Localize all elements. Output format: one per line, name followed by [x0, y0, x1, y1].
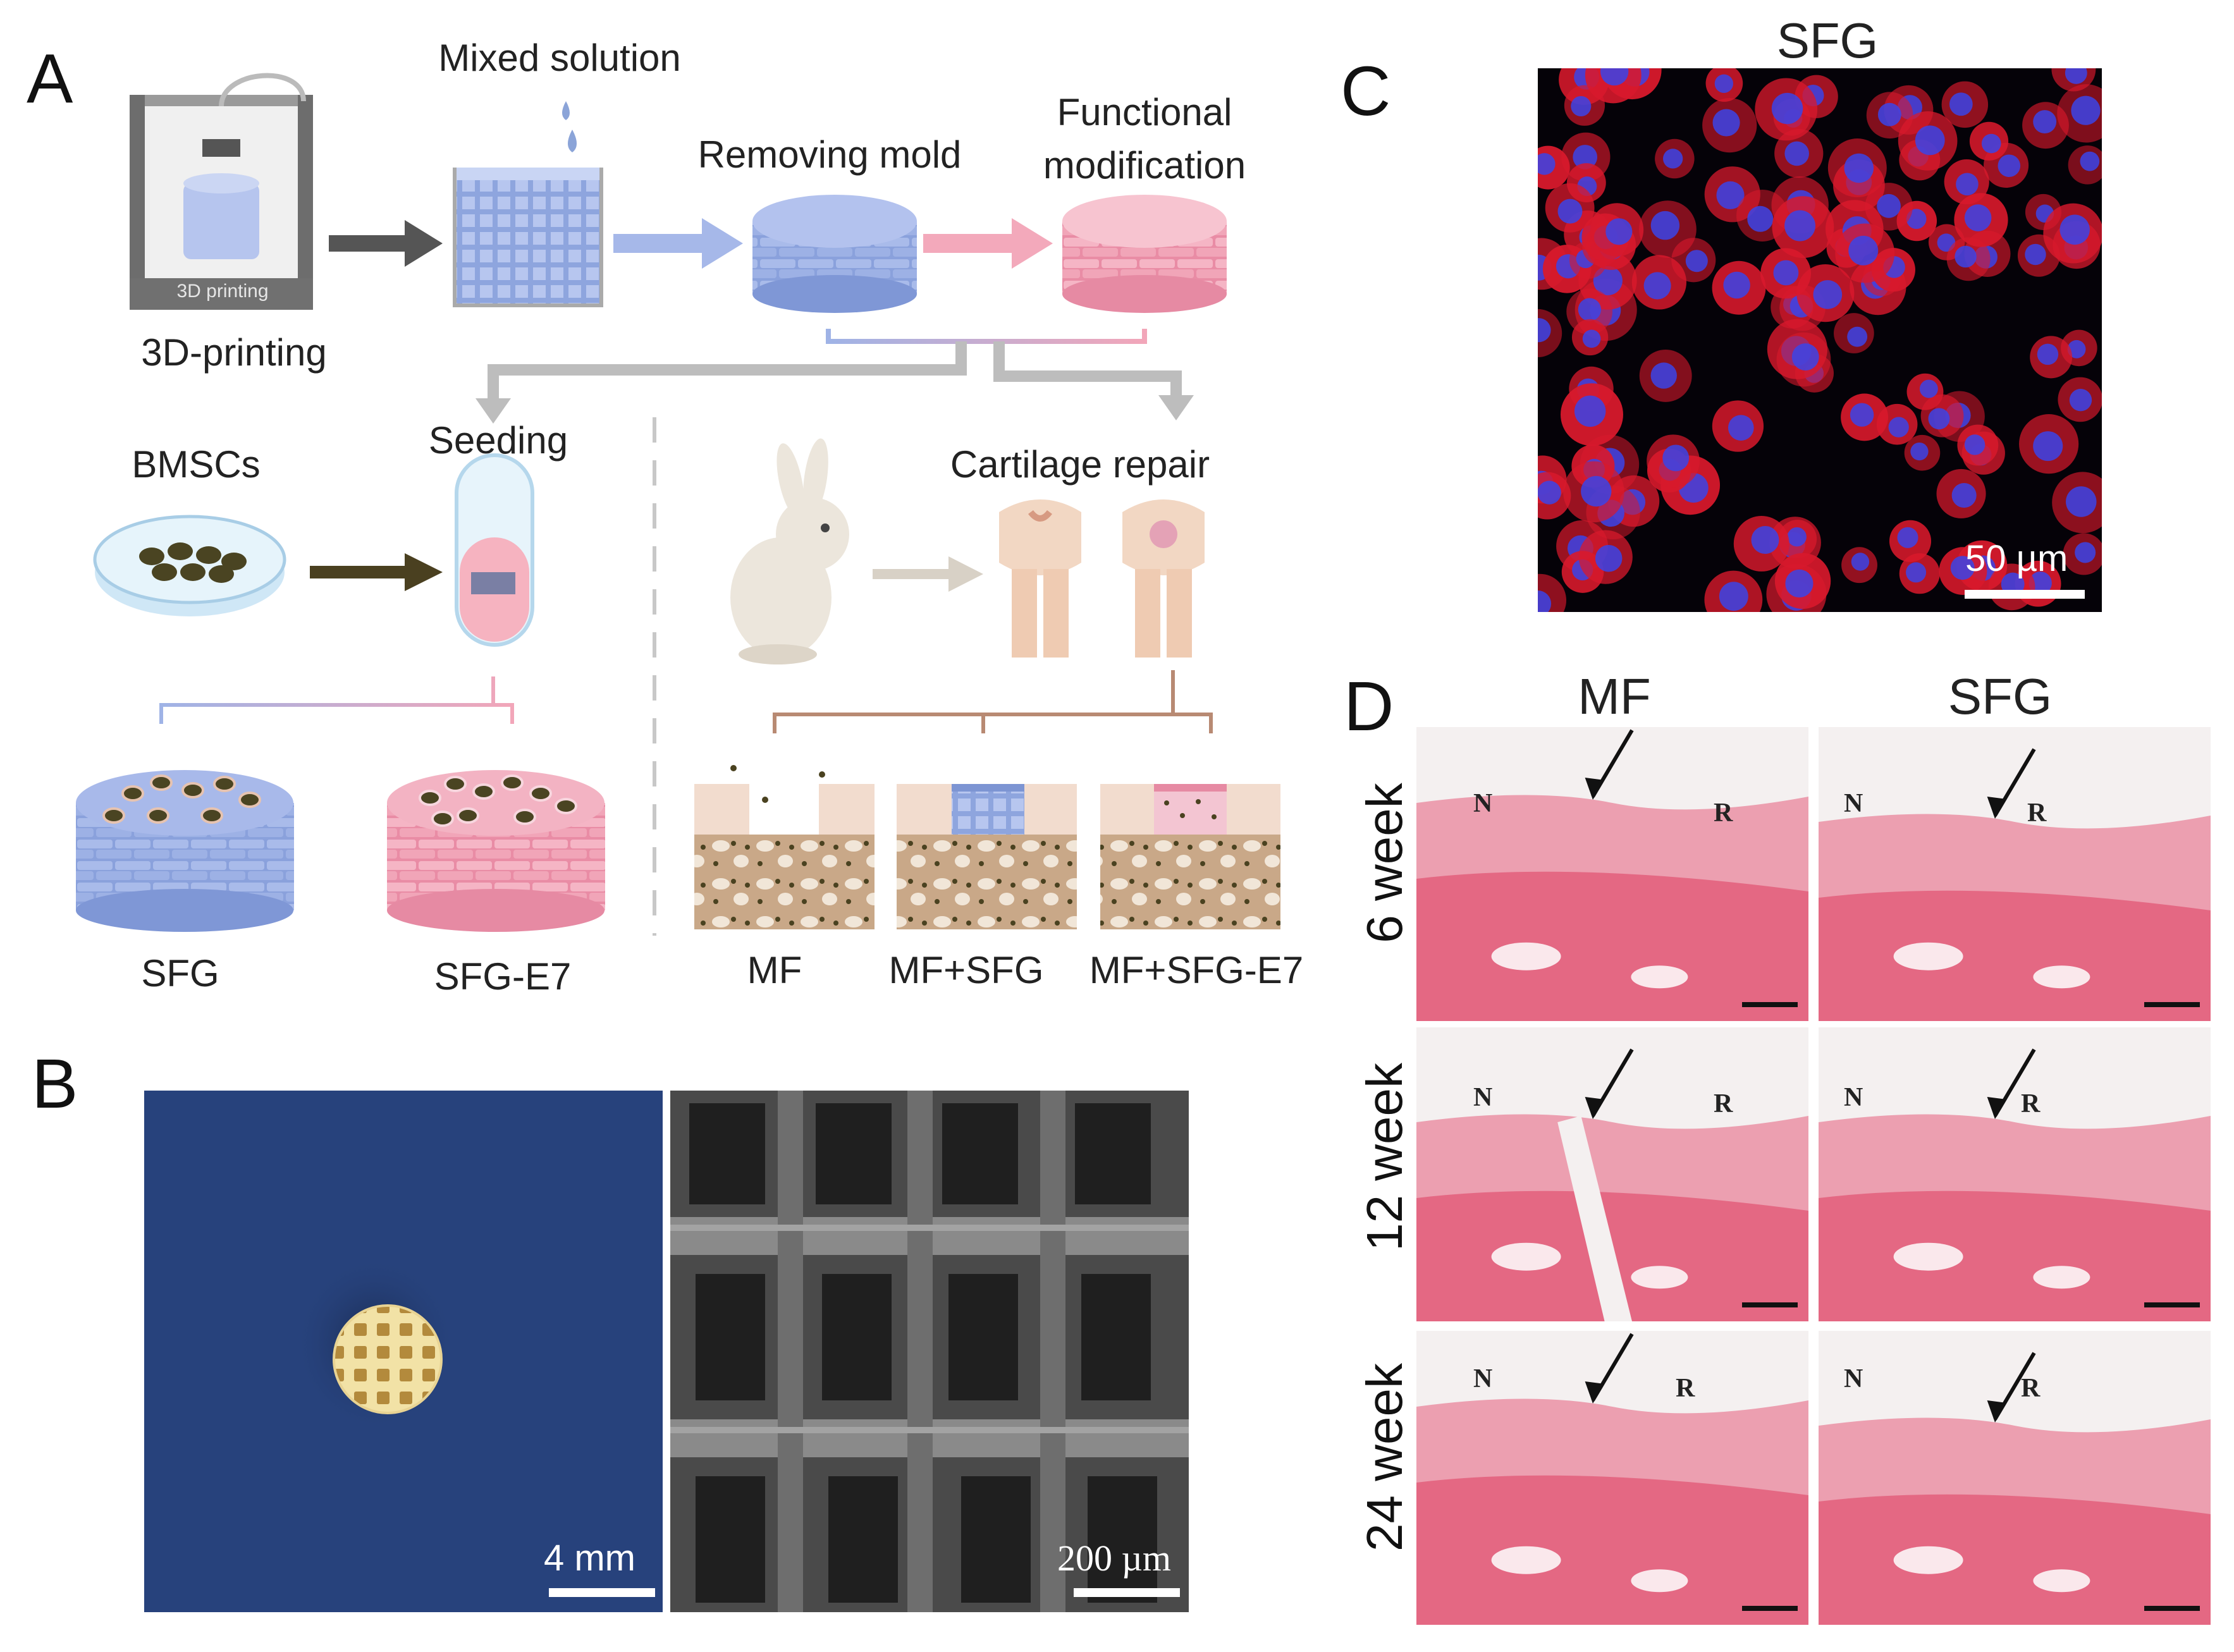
native-tissue-marker: N — [1473, 789, 1493, 818]
petri-dish-icon — [93, 515, 286, 616]
seeded-sfg-scaffold-icon — [76, 770, 294, 932]
repair-tissue-marker: R — [1714, 798, 1733, 828]
rabbit-icon — [730, 438, 849, 664]
scale-bar-200um — [1074, 1588, 1180, 1597]
removing-mold-label: Removing mold — [697, 133, 962, 176]
scale-bar — [1742, 1606, 1798, 1611]
fluorescence-image — [1538, 68, 2102, 612]
mf-sfg-bone-block-icon — [897, 784, 1077, 929]
scale-bar-50um — [1965, 590, 2085, 599]
scale-label-4mm: 4 mm — [544, 1538, 635, 1579]
native-tissue-marker: N — [1844, 1083, 1863, 1112]
row-label-6-week: 6 week — [1356, 783, 1413, 943]
printer-text: 3D printing — [176, 281, 269, 302]
scale-bar — [2144, 1606, 2200, 1611]
mf-sfg-e7-bone-block-icon — [1100, 784, 1280, 929]
mixed-solution-label: Mixed solution — [438, 37, 681, 79]
scale-bar — [2144, 1002, 2200, 1007]
sem-image — [670, 1091, 1189, 1612]
scale-bar — [1742, 1302, 1798, 1307]
repair-tissue-marker: R — [2021, 1089, 2041, 1118]
scale-bar-4mm — [549, 1588, 655, 1597]
seeding-tube-icon — [455, 453, 534, 647]
mf-label: MF — [747, 949, 802, 991]
native-tissue-marker: N — [1844, 1364, 1863, 1393]
3d-printer-icon — [130, 73, 313, 310]
scale-bar — [1742, 1002, 1798, 1007]
functional-modification-label-line1: Functional — [1057, 91, 1232, 133]
repair-tissue-marker: R — [1676, 1374, 1695, 1403]
panel-c-title: SFG — [1776, 13, 1879, 68]
bmscs-label: BMSCs — [132, 443, 261, 486]
treated-knee-joint-icon — [1122, 499, 1205, 658]
cartilage-repair-label: Cartilage repair — [950, 443, 1210, 486]
pink-scaffold-icon — [1062, 195, 1227, 313]
scale-label-50um: 50 µm — [1965, 538, 2068, 579]
seeded-sfg-e7-scaffold-icon — [387, 770, 605, 932]
scaffold-photo — [144, 1091, 663, 1612]
3d-printing-label: 3D-printing — [141, 331, 327, 374]
panel-b-letter: B — [32, 1045, 78, 1123]
seeding-label: Seeding — [428, 419, 568, 462]
knee-joint-icon — [999, 499, 1081, 658]
scale-bar — [2144, 1302, 2200, 1307]
functional-modification-label-line2: modification — [1043, 144, 1246, 187]
column-label-mf: MF — [1578, 668, 1651, 725]
panel-c-letter: C — [1341, 52, 1391, 130]
mf-sfg-e7-label: MF+SFG-E7 — [1089, 949, 1304, 991]
sfg-label: SFG — [141, 952, 219, 994]
repair-tissue-marker: R — [2021, 1374, 2041, 1403]
panel-d-letter: D — [1344, 668, 1394, 745]
row-label-12-week: 12 week — [1356, 1063, 1413, 1251]
repair-tissue-marker: R — [2027, 798, 2047, 828]
blue-scaffold-icon — [752, 195, 917, 313]
native-tissue-marker: N — [1473, 1364, 1493, 1393]
panel-a-letter: A — [27, 40, 73, 118]
mold-beaker-icon — [453, 101, 603, 307]
native-tissue-marker: N — [1473, 1083, 1493, 1112]
native-tissue-marker: N — [1844, 789, 1863, 818]
row-label-24-week: 24 week — [1356, 1363, 1413, 1551]
mf-bone-block-icon — [694, 765, 875, 929]
repair-tissue-marker: R — [1714, 1089, 1733, 1118]
scale-label-200um: 200 µm — [1057, 1538, 1172, 1579]
column-label-sfg: SFG — [1948, 668, 2053, 725]
mf-sfg-label: MF+SFG — [888, 949, 1044, 991]
sfg-e7-label: SFG-E7 — [434, 955, 572, 998]
